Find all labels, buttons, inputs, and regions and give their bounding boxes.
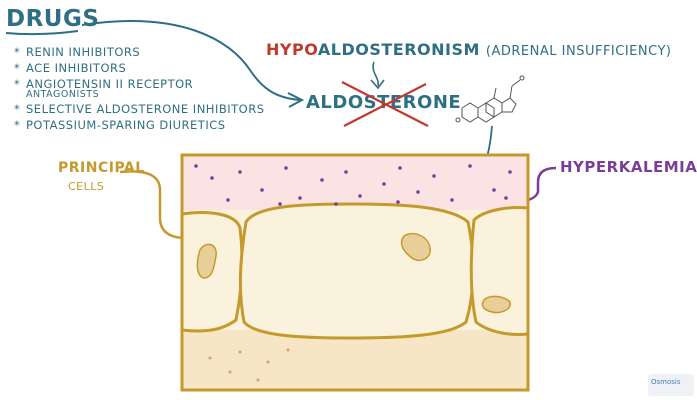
drug-item-label: RENIN INHIBITORS (26, 45, 141, 59)
nucleus-center (400, 232, 431, 262)
principal-cells-bracket (119, 170, 183, 240)
nucleus-left (196, 243, 217, 279)
drugs-title: DRUGS (6, 6, 100, 32)
tissue-block (180, 153, 530, 392)
aldosterone-molecule-icon (455, 75, 525, 123)
aldosterone-cross-out (341, 81, 429, 127)
hypo-to-aldosterone-arrow (372, 61, 380, 87)
drugs-underline (5, 30, 79, 36)
drug-item-label: ACE INHIBITORS (26, 61, 127, 75)
drug-item-label: ANGIOTENSIN II RECEPTOR (26, 77, 194, 91)
hypo-prefix: HYPO (266, 40, 318, 59)
drug-item-selective-aldosterone-inhibitors: SELECTIVE ALDOSTERONE INHIBITORS (14, 101, 265, 117)
drug-item-label: SELECTIVE ALDOSTERONE INHIBITORS (26, 102, 265, 116)
drug-item-potassium-sparing-diuretics: POTASSIUM-SPARING DIURETICS (14, 117, 265, 133)
principal-cells-sub-label: CELLS (68, 180, 105, 193)
watermark-logo: Osmosis (651, 378, 681, 386)
drug-list: RENIN INHIBITORS ACE INHIBITORS ANGIOTEN… (14, 44, 265, 133)
nucleus-right (481, 295, 511, 314)
tissue-frame (180, 153, 530, 392)
potassium-ions (194, 164, 512, 206)
lumen-particles (208, 348, 290, 382)
hyperkalemia-label: HYPERKALEMIA (560, 158, 697, 176)
watermark-badge (648, 374, 694, 396)
hypo-rest: ALDOSTERONISM (317, 40, 480, 59)
drug-item-renin-inhibitors: RENIN INHIBITORS (14, 44, 265, 60)
drug-item-ace-inhibitors: ACE INHIBITORS (14, 60, 265, 76)
hypoaldosteronism-heading: HYPOALDOSTERONISM (ADRENAL INSUFFICIENCY) (266, 40, 671, 59)
drug-item-sub: ANTAGONISTS (26, 89, 100, 100)
drugs-arrowhead (287, 92, 305, 108)
principal-cell-center (238, 202, 475, 340)
drug-item-label: POTASSIUM-SPARING DIURETICS (26, 118, 226, 132)
drugs-to-aldosterone-arrow (81, 20, 301, 101)
principal-cell-right (469, 206, 530, 336)
hypo-arrowhead (370, 79, 385, 90)
adrenal-insufficiency-note: (ADRENAL INSUFFICIENCY) (485, 44, 672, 59)
